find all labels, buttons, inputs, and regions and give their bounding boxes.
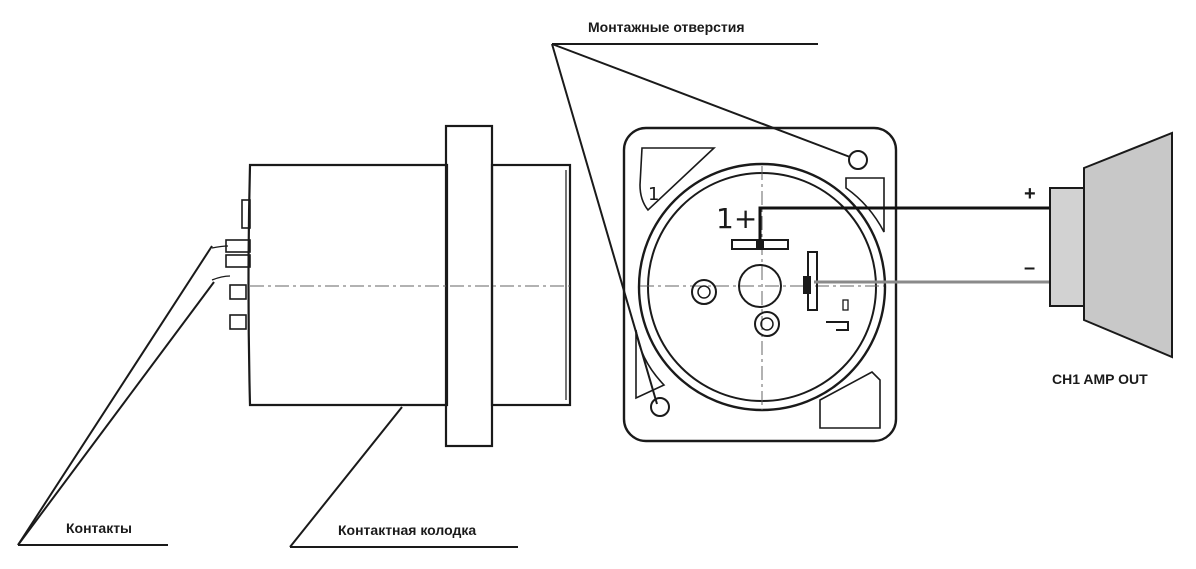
mounting-hole-top-right [848,150,868,170]
rear-tab [241,199,251,229]
amp-out-label: CH1 AMP OUT [1052,371,1148,387]
connector-side-view [211,124,572,448]
side-hole-left [691,279,717,305]
speaker-magnet [1049,187,1085,307]
pin1-mark: 1+ [716,202,757,235]
square-flange [622,126,898,443]
mounting-hole-bottom-left [650,397,670,417]
mounting-holes-label: Монтажные отверстия [588,19,745,35]
minus-sign: – [1024,257,1035,279]
speaker-cone [1083,131,1173,359]
center-post [738,264,782,308]
cutout-top-left [639,147,717,212]
corner-mark: 1 [648,184,659,205]
wires [758,206,1052,284]
key-mark [826,321,849,331]
cutout-top-right [845,177,885,233]
connector-front-view: 1+ 1 [622,126,898,443]
side-hole-bottom [754,311,780,337]
plus-sign: + [1024,183,1036,205]
wire-positive [758,206,1052,240]
contacts-callout [17,245,215,546]
connector-body [247,163,449,407]
speaker-icon [1049,131,1173,359]
contact-pins [211,239,251,330]
cutout-bottom-right [819,371,881,429]
contact-block-label: Контактная колодка [338,522,476,538]
mounting-holes-callout [551,43,851,405]
contact-block-callout [289,406,518,548]
contacts-label: Контакты [66,520,132,536]
connector-front [490,163,572,407]
